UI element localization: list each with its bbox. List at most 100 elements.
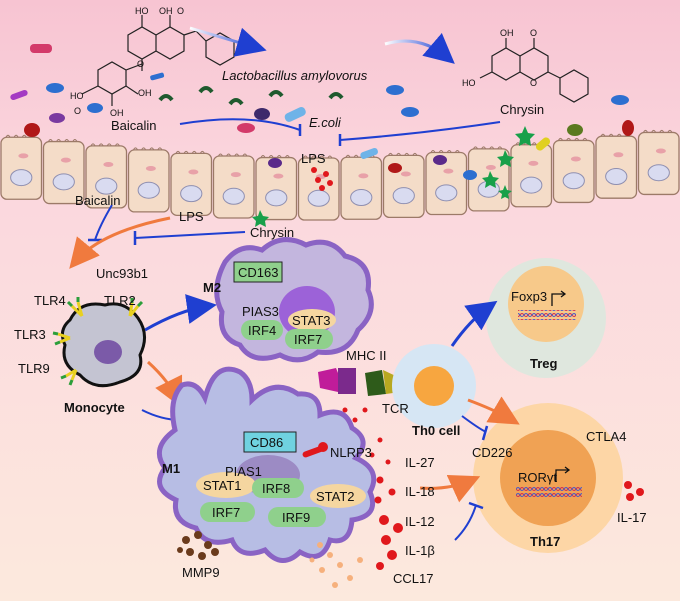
epithelial-cell [297, 157, 340, 221]
mitochondrion [103, 161, 114, 167]
epithelial-cell [85, 145, 128, 209]
baicalin-atom-labels: HO OH O O HO O OH OH [70, 6, 184, 118]
epithelial-cell [0, 136, 43, 200]
irf9-label: IRF9 [282, 510, 310, 525]
microvillus [497, 146, 503, 150]
svg-text:O: O [177, 6, 184, 16]
foxp3-label: Foxp3 [511, 289, 547, 304]
mitochondrion [570, 156, 581, 162]
il18-label: IL-18 [405, 484, 435, 499]
ccl17-label: CCL17 [393, 571, 433, 586]
microvillus [430, 150, 436, 153]
tlr-receptors [52, 297, 144, 386]
microvillus [531, 142, 537, 146]
irf7-m2-label: IRF7 [294, 332, 322, 347]
epithelial-nucleus [95, 177, 118, 195]
microvillus [446, 150, 452, 153]
roryt-label: RORγt [518, 470, 557, 485]
epithelial-nucleus [350, 189, 373, 207]
epithelial-nucleus [392, 187, 415, 205]
svg-text:OH: OH [159, 6, 173, 16]
il17-label: IL-17 [617, 510, 647, 525]
microvillus [64, 139, 70, 142]
conversion-arrows [179, 26, 501, 146]
microvillus [268, 155, 274, 158]
ctla4-label: CTLA4 [586, 429, 626, 444]
microvillus [260, 155, 266, 158]
microvillus [303, 155, 308, 159]
ccl17-dots [309, 542, 363, 588]
microvillus [13, 134, 19, 138]
irf8-label: IRF8 [262, 481, 290, 496]
microvillus [48, 139, 53, 142]
th17-cell [473, 403, 623, 553]
microvillus [566, 137, 572, 141]
microvillus [396, 152, 402, 156]
epithelial-cell [255, 156, 298, 221]
epithelial-nucleus [222, 187, 245, 205]
epithelial-cell [382, 154, 425, 219]
epithelial-nucleus [52, 173, 75, 191]
mitochondrion [613, 152, 624, 158]
microvillus [481, 146, 487, 150]
epithelial-cell [425, 151, 468, 216]
mmp9-granules [177, 531, 219, 560]
microvillus [21, 134, 27, 138]
epithelial-nucleus [605, 168, 628, 186]
mitochondrion [18, 153, 29, 159]
microvillus [616, 133, 622, 137]
microvillus [234, 153, 240, 157]
tcr-label: TCR [382, 401, 409, 416]
microvillus [600, 133, 606, 137]
chrysin-top-label: Chrysin [500, 102, 544, 117]
stat1-label: STAT1 [203, 478, 242, 493]
pias3-label: PIAS3 [242, 304, 279, 319]
epithelial-cell [42, 140, 85, 205]
microvillus [345, 154, 351, 158]
microvillus [149, 147, 155, 151]
microvillus [90, 143, 96, 147]
cd86-label: CD86 [250, 435, 283, 450]
epithelial-cell [170, 152, 213, 217]
microvillus [667, 129, 673, 133]
microvillus [489, 146, 495, 150]
microvillus [98, 143, 104, 147]
microvillus [183, 150, 189, 154]
tlr9-label: TLR9 [18, 361, 50, 376]
mitochondrion [358, 173, 369, 179]
mitochondrion [230, 172, 241, 178]
m2-label: M2 [203, 280, 221, 295]
lps-mid-label: LPS [179, 209, 204, 224]
microvillus [56, 139, 62, 142]
unc93b1-label: Unc93b1 [96, 266, 148, 281]
microvillus [412, 152, 418, 156]
microvillus [454, 150, 460, 153]
microvillus [276, 155, 282, 158]
nlrp3-label: NLRP3 [330, 445, 372, 460]
svg-text:OH: OH [138, 88, 152, 98]
microvillus [574, 137, 580, 141]
mmp9-label: MMP9 [182, 565, 220, 580]
microvillus [327, 155, 333, 159]
stat2-label: STAT2 [316, 489, 355, 504]
mhc2-label: MHC II [346, 348, 386, 363]
microvillus [438, 150, 444, 153]
microvillus [311, 155, 317, 159]
svg-text:O: O [530, 78, 537, 88]
treg-cell [486, 258, 606, 378]
cd226-label: CD226 [472, 445, 512, 460]
microvillus [473, 146, 478, 150]
th17-label: Th17 [530, 534, 560, 549]
th0-label: Th0 cell [412, 423, 460, 438]
microvillus [353, 154, 359, 158]
svg-text:HO: HO [135, 6, 149, 16]
microvillus [5, 134, 11, 138]
il1b-label: IL-1β [405, 543, 435, 558]
mitochondrion [400, 171, 411, 177]
mitochondrion [145, 166, 156, 172]
microvillus [582, 137, 588, 141]
epithelial-cell [510, 144, 553, 208]
microvillus [175, 150, 181, 154]
mitochondrion [485, 165, 496, 171]
